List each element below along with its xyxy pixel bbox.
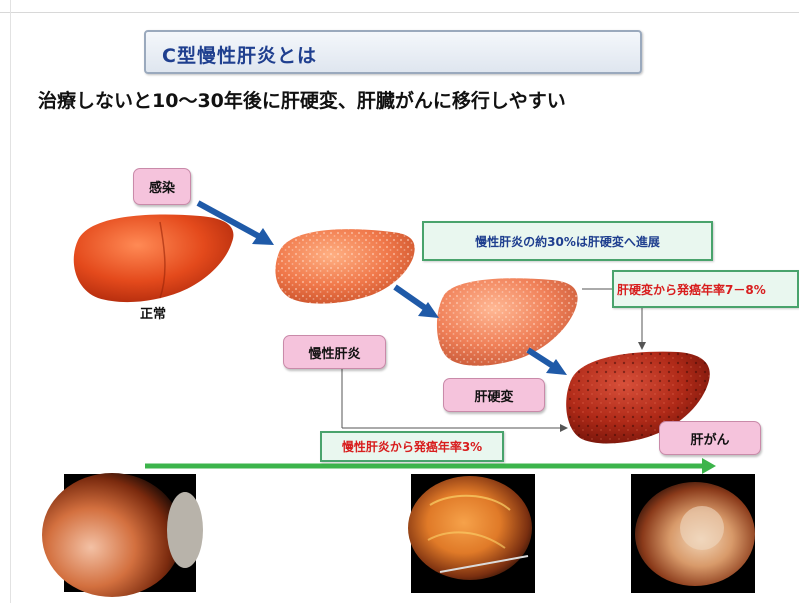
note-cirrhosis-cancer-rate: 肝硬変から発癌年率7－8% [612, 270, 799, 308]
frame-left-line [10, 0, 11, 603]
label-cirrhosis: 肝硬変 [443, 378, 545, 412]
title-box: C型慢性肝炎とは [144, 30, 642, 74]
arrow-icon [196, 200, 274, 245]
note-chronic-cancer-rate-text: 慢性肝炎から発癌年率3% [341, 440, 483, 454]
arrow-icon [393, 284, 439, 318]
connector-cirrhosis-to-cancer [638, 305, 646, 350]
photo-liver-cancer [631, 474, 755, 593]
label-liver-cancer: 肝がん [659, 421, 761, 455]
liver-chronic-image [275, 229, 415, 304]
liver-cirrhosis-image [436, 278, 578, 366]
label-liver-cancer-text: 肝がん [690, 432, 730, 448]
label-normal: 正常 [140, 307, 167, 322]
frame-top-line [0, 12, 799, 13]
note-cirrhosis-cancer-rate-text: 肝硬変から発癌年率7－8% [617, 282, 766, 297]
note-chronic-to-cirrhosis-text: 慢性肝炎の約30%は肝硬変へ進展 [475, 234, 660, 249]
note-chronic-to-cirrhosis: 慢性肝炎の約30%は肝硬変へ進展 [422, 221, 713, 261]
photo-cirrhosis-liver [408, 474, 535, 593]
label-chronic-hepatitis-text: 慢性肝炎 [308, 346, 361, 362]
label-infection-text: 感染 [148, 181, 175, 196]
page-title: C型慢性肝炎とは [162, 45, 317, 67]
label-cirrhosis-text: 肝硬変 [474, 389, 514, 405]
liver-normal-image [73, 214, 234, 303]
arrow-icon [526, 347, 567, 375]
photo-chronic-liver [42, 473, 203, 597]
liver-cancer-image [566, 351, 710, 444]
connector-chronic-to-cancer [341, 368, 568, 432]
label-chronic-hepatitis: 慢性肝炎 [283, 335, 386, 369]
subtitle: 治療しないと10～30年後に肝硬変、肝臓がんに移行しやすい [38, 90, 566, 112]
timeline-arrow-icon [145, 458, 716, 474]
label-infection: 感染 [133, 168, 191, 205]
note-chronic-cancer-rate: 慢性肝炎から発癌年率3% [320, 431, 504, 462]
